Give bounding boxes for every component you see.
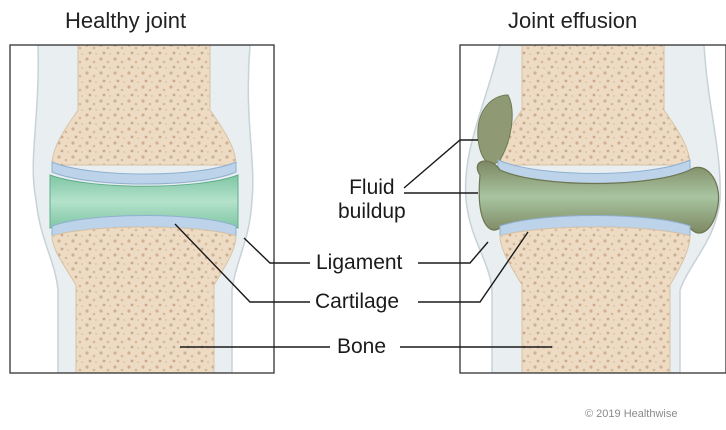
copyright-notice: © 2019 Healthwise	[585, 408, 678, 420]
upper-bone-right	[498, 45, 690, 165]
lower-bone-right	[500, 227, 690, 373]
bone-label: Bone	[337, 335, 386, 359]
upper-bone-left	[52, 45, 236, 165]
lower-bone-left	[52, 227, 236, 373]
cartilage-label: Cartilage	[315, 290, 399, 314]
ligament-label: Ligament	[316, 251, 402, 275]
joint-effusion-illustration	[466, 45, 721, 373]
healthy-joint-illustration	[33, 45, 253, 373]
leader-ligament-left	[244, 238, 310, 263]
fluid-buildup-label: Fluid buildup	[338, 176, 406, 224]
